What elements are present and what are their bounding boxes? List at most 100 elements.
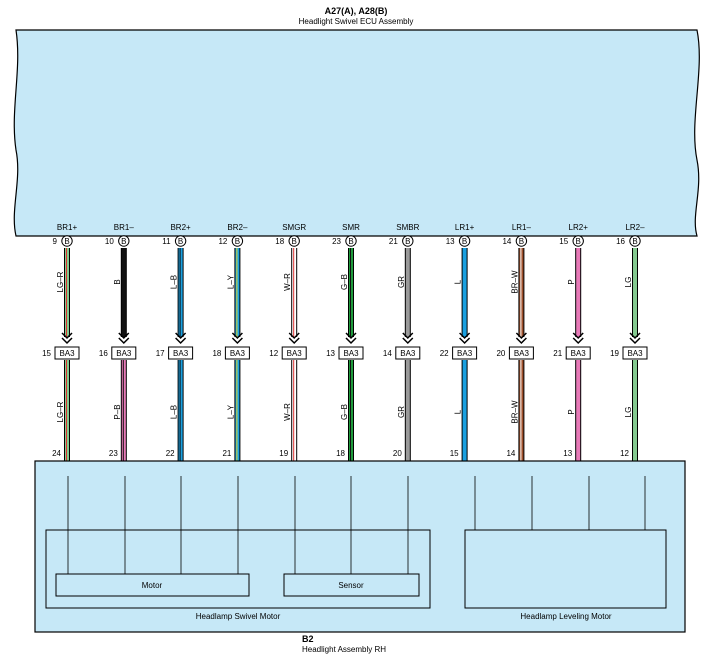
connector-terminal — [61, 235, 73, 247]
b2-pin-number: 19 — [279, 449, 288, 458]
chevron-icon — [629, 337, 641, 345]
motor-box — [55, 573, 250, 597]
wire-color-code-upper: B — [113, 279, 122, 284]
chevron-icon — [175, 332, 187, 340]
junction-box — [111, 346, 137, 360]
b2-pin-number: 13 — [563, 449, 572, 458]
chevron-icon — [515, 337, 527, 345]
junction-label: BA3 — [514, 349, 530, 358]
chevron-icon — [572, 337, 584, 345]
ecu-signal-label: SMGR — [282, 223, 306, 232]
internal-connections — [67, 476, 646, 574]
connector-terminal — [288, 235, 300, 247]
ecu-pin-number: 16 — [616, 237, 625, 246]
wire-upper — [576, 248, 581, 337]
chevron-icon — [231, 332, 243, 340]
wire-color-code-lower: LG–R — [56, 401, 65, 422]
ecu-signal-label: BR1– — [114, 223, 135, 232]
ba3-pin-number: 12 — [269, 349, 278, 358]
wire-color-code-lower: W–R — [283, 403, 292, 421]
chevron-icon — [61, 332, 73, 340]
ecu-pin-number: 9 — [53, 237, 58, 246]
b2-pin-number: 14 — [506, 449, 515, 458]
ecu-body — [13, 29, 700, 237]
wire-color-code-upper: GR — [397, 276, 406, 288]
wire-upper — [405, 248, 410, 337]
ecu-pin-number: 13 — [446, 237, 455, 246]
assembly-name: Headlight Assembly RH — [302, 645, 386, 654]
junction-box — [54, 346, 80, 360]
ecu-pin-number: 21 — [389, 237, 398, 246]
connector-letter: B — [576, 237, 581, 246]
wires-layer: BR1+9BLG–R15BA3LG–R24BR1+BR1–10BB16BA3P–… — [42, 223, 660, 475]
connector-terminal — [231, 235, 244, 247]
connector-letter: B — [632, 237, 637, 246]
junction-box — [395, 346, 421, 360]
wire-color-code-upper: G–B — [340, 274, 349, 290]
connector-letter: B — [405, 237, 410, 246]
wire-color-code-lower: BR–W — [510, 400, 519, 424]
chevron-icon — [118, 337, 130, 345]
ecu-pin-number: 15 — [559, 237, 568, 246]
connector-letter: B — [178, 237, 183, 246]
wire-color-code-lower: L — [454, 409, 463, 414]
ecu-pin-number: 12 — [218, 237, 227, 246]
connector-letter: B — [462, 237, 467, 246]
sensor-box — [283, 573, 420, 597]
chevron-icon — [459, 332, 471, 340]
junction-label: BA3 — [230, 349, 246, 358]
ecu-signal-label: SMBR — [396, 223, 419, 232]
connector-terminal — [515, 235, 528, 247]
b2-pin-number: 15 — [450, 449, 459, 458]
wire-color-code-lower: P–B — [113, 404, 122, 419]
sensor-label: Sensor — [338, 581, 364, 590]
b2-pin-number: 18 — [336, 449, 345, 458]
connector-letter: B — [121, 237, 126, 246]
wire-color-code-lower: LG — [624, 407, 633, 418]
connector-letter: B — [64, 237, 69, 246]
wire-lower — [405, 360, 410, 461]
wire-color-code-upper: L — [454, 279, 463, 284]
ecu-pin-number: 23 — [332, 237, 341, 246]
b2-pin-number: 20 — [393, 449, 402, 458]
chevron-icon — [402, 337, 414, 345]
swivel-motor-label: Headlamp Swivel Motor — [196, 612, 281, 621]
leveling-motor-box — [464, 529, 667, 609]
junction-box — [224, 346, 250, 360]
wire-color-code-lower: L–Y — [226, 404, 235, 419]
ecu-signal-label: BR2+ — [170, 223, 191, 232]
junction-label: BA3 — [343, 349, 359, 358]
chevron-icon — [572, 332, 584, 340]
ecu-name: Headlight Swivel ECU Assembly — [299, 17, 414, 26]
junction-label: BA3 — [627, 349, 643, 358]
junction-label: BA3 — [571, 349, 587, 358]
wire-lower — [462, 360, 467, 461]
ecu-code: A27(A), A28(B) — [325, 6, 388, 16]
b2-pin-number: 22 — [166, 449, 175, 458]
wire-upper — [121, 248, 126, 337]
junction-label: BA3 — [173, 349, 189, 358]
wire-lower — [576, 360, 581, 461]
wire-color-code-upper: BR–W — [510, 270, 519, 294]
ba3-pin-number: 21 — [553, 349, 562, 358]
chevron-icon — [175, 337, 187, 345]
junction-label: BA3 — [59, 349, 75, 358]
ecu-signal-label: LR2– — [625, 223, 645, 232]
ba3-pin-number: 22 — [440, 349, 449, 358]
chevron-icon — [118, 332, 130, 340]
ba3-pin-number: 19 — [610, 349, 619, 358]
wire-color-code-upper: LG–R — [56, 271, 65, 292]
wire-color-code-upper: L–Y — [226, 274, 235, 289]
ba3-pin-number: 13 — [326, 349, 335, 358]
connector-terminal — [118, 235, 130, 247]
b2-pin-number: 24 — [52, 449, 61, 458]
ecu-pin-number: 10 — [105, 237, 114, 246]
connector-terminal — [572, 235, 584, 247]
junction-box — [565, 346, 591, 360]
wire-color-code-upper: P — [567, 279, 576, 284]
ba3-pin-number: 14 — [383, 349, 392, 358]
junction-box — [281, 346, 307, 360]
wire-upper — [633, 248, 637, 337]
ba3-pin-number: 15 — [42, 349, 51, 358]
ecu-pin-number: 14 — [502, 237, 511, 246]
